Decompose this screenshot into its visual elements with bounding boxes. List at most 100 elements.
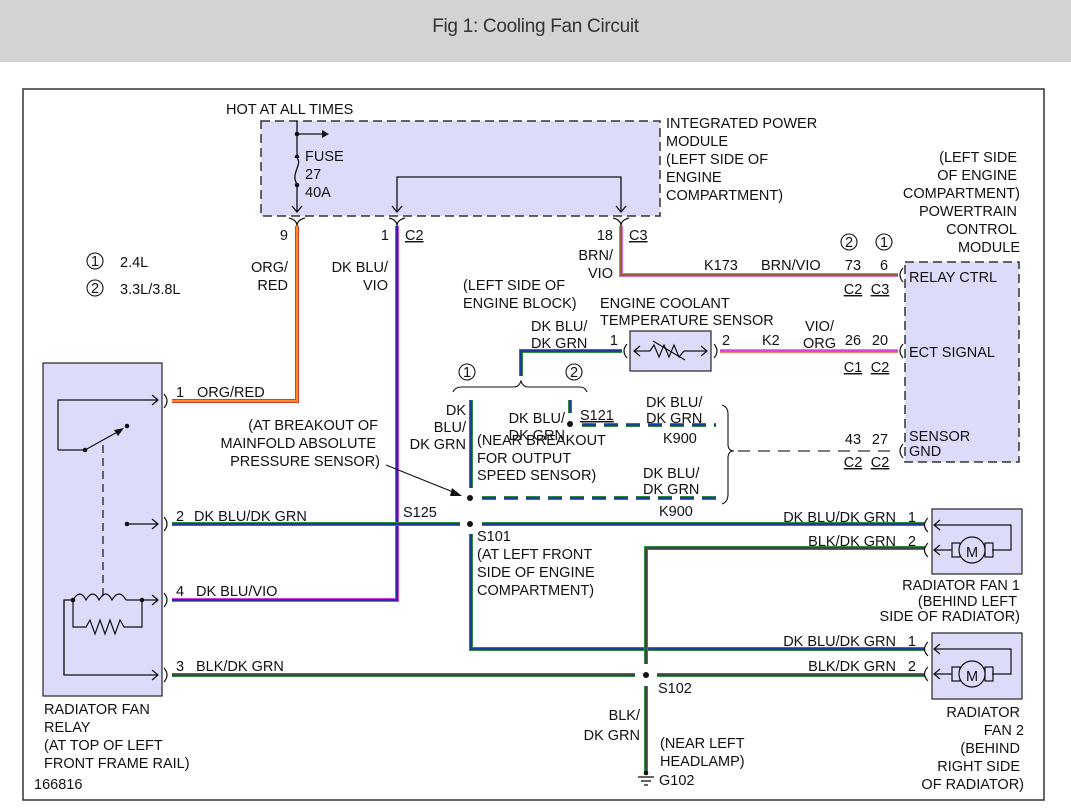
wire-color-label: DK xyxy=(446,403,466,419)
ect-location: ENGINE BLOCK) xyxy=(463,296,577,312)
wire-color-label: DK BLU/DK GRN xyxy=(783,510,896,526)
ipm-pin-9: 9 xyxy=(280,228,288,244)
wire-fan2-feed xyxy=(469,534,925,651)
relay-title: RELAY xyxy=(44,720,91,736)
variant-marker-1: 1 xyxy=(880,235,888,251)
switch-icon xyxy=(84,429,122,451)
ipm-box xyxy=(260,120,661,217)
pcm-connector: C1 xyxy=(844,360,863,376)
wire-color-label: VIO xyxy=(588,266,613,282)
diagram-frame xyxy=(22,88,1045,801)
wire-relay-3 xyxy=(172,673,925,772)
wire-color-label: DK BLU/DK GRN xyxy=(194,509,307,525)
pcm-connector: C2 xyxy=(871,455,890,471)
pcm-pin-73: 73 xyxy=(845,258,861,274)
ipm-connector-c2: C2 xyxy=(405,228,424,244)
pcm-relay-ctrl: RELAY CTRL xyxy=(909,270,997,286)
wire-color-label: DK BLU/VIO xyxy=(196,584,277,600)
hot-at-all-times-label: HOT AT ALL TIMES xyxy=(226,102,353,118)
splice-note: MAINFOLD ABSOLUTE xyxy=(220,436,376,452)
relay-location: (AT TOP OF LEFT xyxy=(44,738,163,754)
pcm-connector: C2 xyxy=(844,455,863,471)
circuit-k900: K900 xyxy=(663,431,697,447)
wire-color-label: VIO/ xyxy=(805,319,835,335)
splice-note: SPEED SENSOR) xyxy=(477,468,596,484)
ipm-location: ENGINE xyxy=(666,170,722,186)
circuit-k900: K900 xyxy=(659,504,693,520)
ipm-title: MODULE xyxy=(666,134,728,150)
ect-location: (LEFT SIDE OF xyxy=(463,278,565,294)
fan1-location: (BEHIND LEFT xyxy=(918,594,1017,610)
splice-note: FOR OUTPUT xyxy=(477,451,571,467)
legend-label-1: 2.4L xyxy=(120,255,148,271)
fuse-rating: 40A xyxy=(305,185,331,201)
variant-marker-1: 1 xyxy=(463,365,471,381)
pcm-location: COMPARTMENT) xyxy=(903,186,1020,202)
splice-note: (AT LEFT FRONT xyxy=(477,547,592,563)
wire-color-label: DK GRN xyxy=(531,336,587,352)
wire-color-label: BLK/DK GRN xyxy=(808,659,896,675)
ipm-connector-c3: C3 xyxy=(629,228,648,244)
pcm-sensor-gnd: GND xyxy=(909,444,941,460)
motor-label: M xyxy=(966,669,978,685)
relay-pin-1: 1 xyxy=(176,385,184,401)
fan1-pin-1: 1 xyxy=(908,510,916,526)
splice-s101 xyxy=(467,521,473,527)
legend-marker-2: 2 xyxy=(91,281,99,297)
wire-color-label: DK BLU/ xyxy=(646,395,703,411)
pcm-pin-20: 20 xyxy=(872,333,888,349)
wire-color-label: BLK/DK GRN xyxy=(808,534,896,550)
ipm-pin-1: 1 xyxy=(381,228,389,244)
fan2-title: FAN 2 xyxy=(984,723,1024,739)
pcm-pin-6: 6 xyxy=(880,258,888,274)
wire-color-label: DK BLU/ xyxy=(332,260,389,276)
variant-marker-2: 2 xyxy=(570,365,578,381)
wire-color-label: DK BLU/ xyxy=(531,319,588,335)
pcm-title: POWERTRAIN xyxy=(919,204,1017,220)
figure-id: 166816 xyxy=(34,777,82,793)
wire-fan1-ground xyxy=(644,546,925,664)
fan2-location: RIGHT SIDE xyxy=(937,759,1020,775)
fan1-location: SIDE OF RADIATOR) xyxy=(880,609,1020,625)
pcm-ect-signal: ECT SIGNAL xyxy=(909,345,995,361)
wire-color-label: DK GRN xyxy=(410,437,466,453)
ect-pin-1: 1 xyxy=(610,333,618,349)
powertrain-control-module: (LEFT SIDE OF ENGINE COMPARTMENT) POWERT… xyxy=(903,150,1020,463)
relay-pin-3: 3 xyxy=(176,659,184,675)
figure-header: Fig 1: Cooling Fan Circuit xyxy=(0,0,1071,62)
fan2-pin-2: 2 xyxy=(908,659,916,675)
splice-s125 xyxy=(467,495,473,501)
pcm-title: CONTROL xyxy=(946,222,1017,238)
splice-label-s102: S102 xyxy=(658,681,692,697)
wire-color-label: BLK/DK GRN xyxy=(196,659,284,675)
splice-note: COMPARTMENT) xyxy=(477,583,594,599)
wire-color-label: BRN/ xyxy=(578,248,614,264)
engine-legend: 1 2.4L 2 3.3L/3.8L xyxy=(86,252,180,298)
wire-color-label: BLU/ xyxy=(434,420,467,436)
wire-ect-ground xyxy=(519,349,622,376)
relay-location: FRONT FRAME RAIL) xyxy=(44,756,190,772)
wire-dk-blu-vio xyxy=(172,226,399,602)
motor-label: M xyxy=(966,545,978,561)
wire-color-label: DK BLU/ xyxy=(643,466,700,482)
variant-marker-2: 2 xyxy=(845,235,853,251)
figure-title: Fig 1: Cooling Fan Circuit xyxy=(432,16,639,37)
wire-color-label: DK GRN xyxy=(584,728,640,744)
fuse-icon xyxy=(292,154,302,188)
fuse-label: FUSE xyxy=(305,149,344,165)
ect-title: ENGINE COOLANT xyxy=(600,296,730,312)
motor-icon xyxy=(958,660,986,688)
ipm-pin-18: 18 xyxy=(597,228,613,244)
fan2-title: RADIATOR xyxy=(946,705,1020,721)
circuit-k2: K2 xyxy=(762,333,780,349)
pcm-title: MODULE xyxy=(958,240,1020,256)
splice-note: SIDE OF ENGINE xyxy=(477,565,595,581)
wire-color-label: DK BLU/ xyxy=(509,411,566,427)
splice-note: PRESSURE SENSOR) xyxy=(230,454,380,470)
ipm-location: (LEFT SIDE OF xyxy=(666,152,768,168)
fan1-title: RADIATOR FAN 1 xyxy=(902,578,1020,594)
wire-color-label: BLK/ xyxy=(609,708,641,724)
ipm-title: INTEGRATED POWER xyxy=(666,116,817,132)
pcm-location: OF ENGINE xyxy=(937,168,1017,184)
